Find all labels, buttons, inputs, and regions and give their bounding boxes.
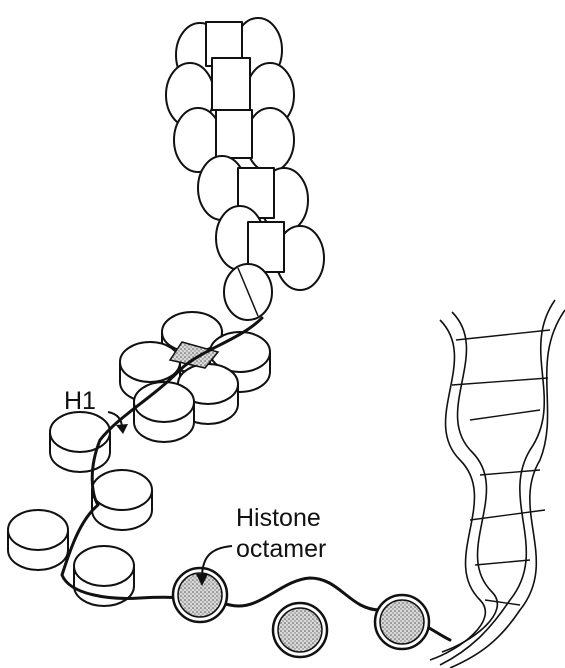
stacked-nucleosome (134, 382, 194, 442)
h1-arrowhead (116, 424, 128, 434)
solenoid-fiber (166, 18, 324, 320)
fiber-nucleosome (246, 108, 294, 172)
label-histone-line1: Histone (236, 504, 321, 532)
fiber-nucleosome (224, 264, 272, 320)
stacked-nucleosome (92, 470, 152, 530)
stacked-nucleosome (8, 510, 68, 570)
stacked-nucleosome (50, 412, 110, 472)
fiber-linker-block (212, 58, 250, 110)
histone-octamer-bead (375, 595, 429, 649)
beads-on-string (173, 568, 429, 657)
label-histone-line2: octamer (236, 535, 326, 563)
histone-octamer-bead (273, 603, 327, 657)
label-h1: H1 (64, 387, 96, 415)
dna-double-helix (430, 300, 565, 668)
fiber-linker-block (216, 110, 252, 158)
nucleosome-stacks (8, 312, 270, 606)
